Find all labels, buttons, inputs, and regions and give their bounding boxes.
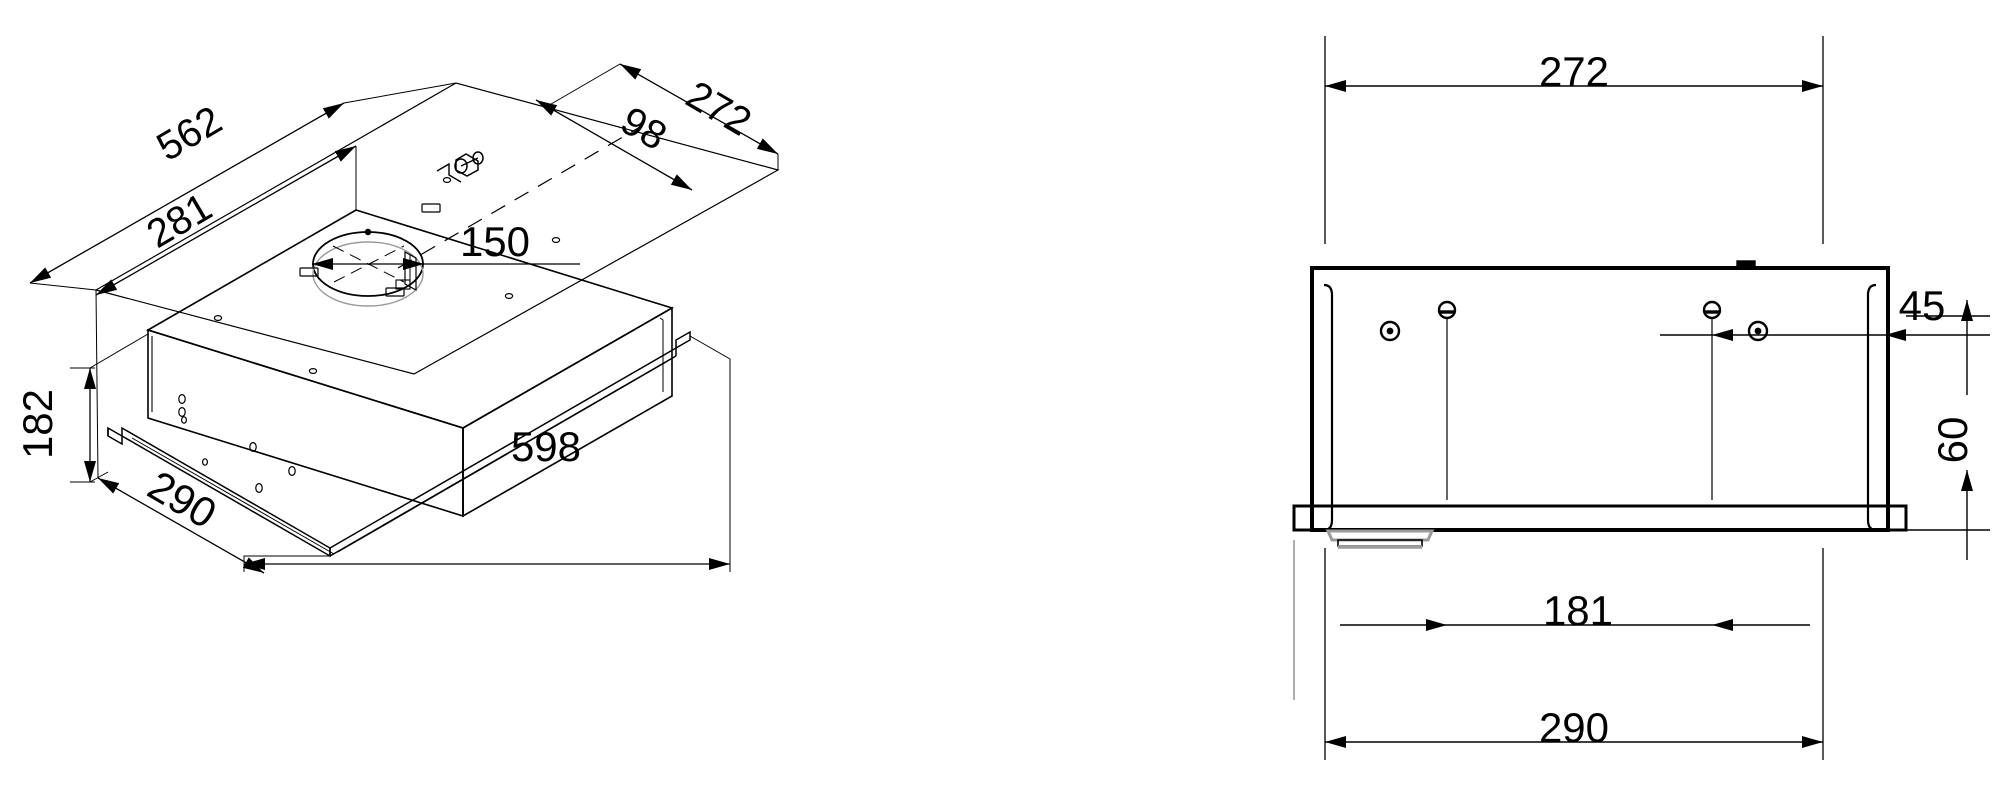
dim-label-290-front: 290 [1539,704,1609,751]
iso-side-holes [178,394,296,494]
dimension-line-562 [29,82,457,291]
front-hood-body [1310,266,1890,532]
keyhole-right [1702,300,1722,320]
iso-cable-clamp [454,151,484,177]
dimension-line-290-iso [95,289,265,574]
keyhole-left [1437,300,1457,320]
dimension-line-281 [95,145,357,296]
hole-left [1379,320,1401,342]
dim-label-60: 60 [1929,417,1976,464]
dimension-labels: 562 281 272 98 150 598 182 290 272 45 60… [14,48,1976,751]
dimension-line-60 [1906,300,1990,560]
iso-top-holes [213,177,561,375]
dim-label-598: 598 [511,423,581,470]
dimension-line-290-front [1324,548,1824,760]
dimension-line-272-iso [545,63,779,170]
front-bottom-flange [1292,504,1908,532]
front-duct-spigot [1325,529,1435,549]
dim-label-290-iso: 290 [140,461,224,537]
dim-label-272-iso: 272 [679,73,759,145]
dim-label-272-front: 272 [1539,48,1609,95]
iso-trim-inner-lines [131,317,669,555]
dim-label-45: 45 [1899,282,1946,329]
hole-right [1747,320,1769,342]
isometric-view [29,63,780,574]
dim-label-150: 150 [460,218,530,265]
dim-label-182: 182 [14,389,61,459]
front-side-rails [1323,283,1877,532]
dimension-line-182 [70,333,149,483]
front-top-tab [1736,260,1756,269]
dimension-line-98-iso [535,99,693,191]
dim-label-562: 562 [149,98,229,170]
dim-label-281: 281 [139,185,219,257]
front-orthographic-view [1292,36,1990,760]
front-hole-centrelines [1446,318,1713,500]
dimension-line-272-front [1324,36,1824,244]
iso-duct-outlet [312,228,424,307]
dim-label-181: 181 [1543,587,1613,634]
iso-knockouts [299,203,441,297]
